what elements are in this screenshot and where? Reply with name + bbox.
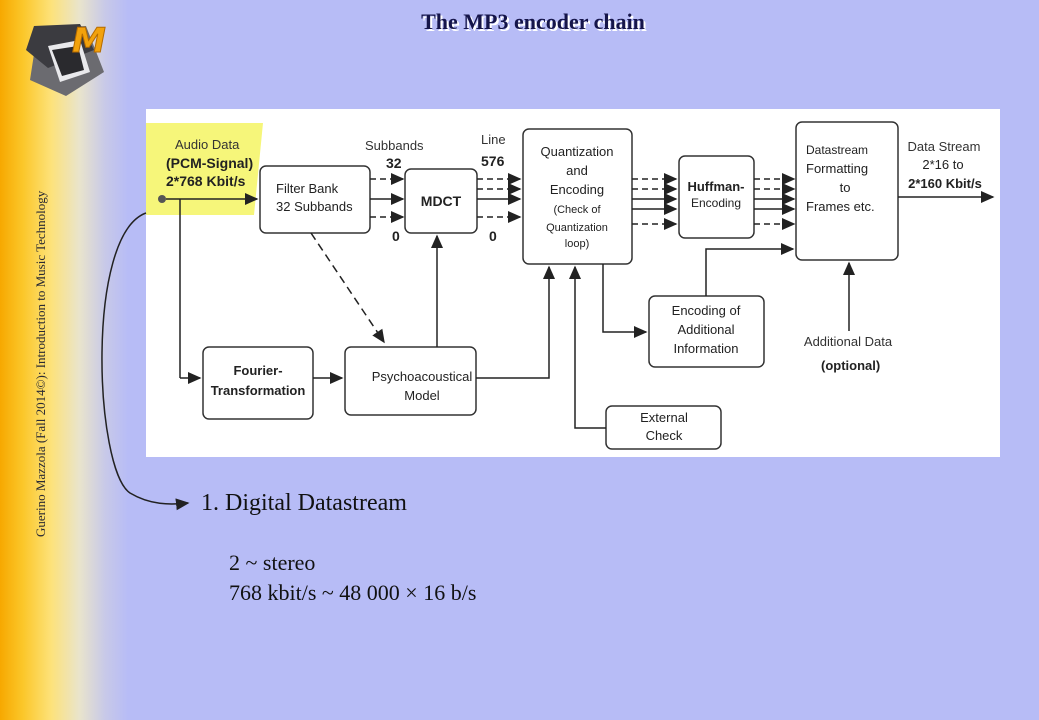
line-count: 576	[481, 153, 505, 169]
quantization-line-6: loop)	[565, 238, 589, 250]
datastream-line-1: Datastream	[806, 143, 868, 157]
external-check-line-2: Check	[646, 428, 683, 443]
quantization-line-2: and	[566, 163, 588, 178]
connector	[602, 264, 648, 338]
psycho-line-1: Psychoacoustical	[372, 369, 473, 384]
quantization-block	[522, 128, 633, 265]
additional-info-line-2: Additional	[677, 322, 734, 337]
optional-label: (optional)	[821, 358, 880, 373]
mdct-block	[404, 168, 478, 234]
datastream-line-4: Frames etc.	[806, 199, 875, 214]
fourier-line-2: Transformation	[211, 383, 306, 398]
connector	[705, 243, 795, 296]
external-check-line-1: External	[640, 410, 688, 425]
pcm-signal-label: (PCM-Signal)	[166, 155, 253, 171]
sidebar-gradient	[0, 0, 128, 720]
connector	[310, 232, 385, 344]
connector	[476, 265, 555, 379]
triangle-m-logo-icon: M	[26, 21, 107, 96]
input-node	[158, 195, 166, 203]
filter-bank-line-1: Filter Bank	[276, 181, 339, 196]
audio-data-highlight	[146, 123, 263, 215]
subbands-label: Subbands	[365, 138, 424, 153]
note-bitrate: 768 kbit/s ~ 48 000 × 16 b/s	[229, 580, 477, 605]
fourier-line-1: Fourier-	[233, 363, 282, 378]
additional-info-line-3: Information	[673, 341, 738, 356]
psycho-line-2: Model	[404, 388, 440, 403]
logo: M	[26, 21, 107, 96]
zero-label-left: 0	[392, 228, 400, 244]
quantization-line-1: Quantization	[541, 144, 614, 159]
additional-data-label: Additional Data	[804, 334, 893, 349]
audio-data-label: Audio Data	[175, 137, 240, 152]
datastream-line-3: to	[840, 180, 851, 195]
datastream-block	[795, 121, 899, 261]
connector	[569, 265, 606, 429]
note-stereo: 2 ~ stereo	[229, 550, 316, 575]
huffman-line-2: Encoding	[691, 196, 741, 210]
datastream-line-2: Formatting	[806, 161, 868, 176]
filter-bank-line-2: 32 Subbands	[276, 199, 353, 214]
data-stream-rate-2: 2*160 Kbit/s	[908, 176, 982, 191]
quantization-line-5: Quantization	[546, 222, 608, 234]
psycho-block	[344, 346, 477, 416]
pcm-rate-label: 2*768 Kbit/s	[166, 173, 246, 189]
subbands-count: 32	[386, 155, 402, 171]
svg-text:M: M	[72, 21, 106, 61]
fourier-block	[202, 346, 314, 420]
quantization-line-3: Encoding	[550, 182, 604, 197]
huffman-line-1: Huffman-	[687, 179, 744, 194]
data-stream-label: Data Stream	[908, 139, 981, 154]
huffman-block	[678, 155, 755, 239]
slide-title: The MP3 encoder chain	[421, 9, 645, 34]
encoder-diagram: Audio Data (PCM-Signal) 2*768 Kbit/s Fil…	[146, 109, 1000, 457]
additional-info-line-1: Encoding of	[672, 303, 741, 318]
data-stream-rate-1: 2*16 to	[922, 157, 963, 172]
mdct-label: MDCT	[421, 193, 462, 209]
quantization-line-4: (Check of	[553, 204, 601, 216]
zero-label-right: 0	[489, 228, 497, 244]
line-label: Line	[481, 132, 506, 147]
bullet-digital-datastream: 1. Digital Datastream	[201, 490, 407, 516]
